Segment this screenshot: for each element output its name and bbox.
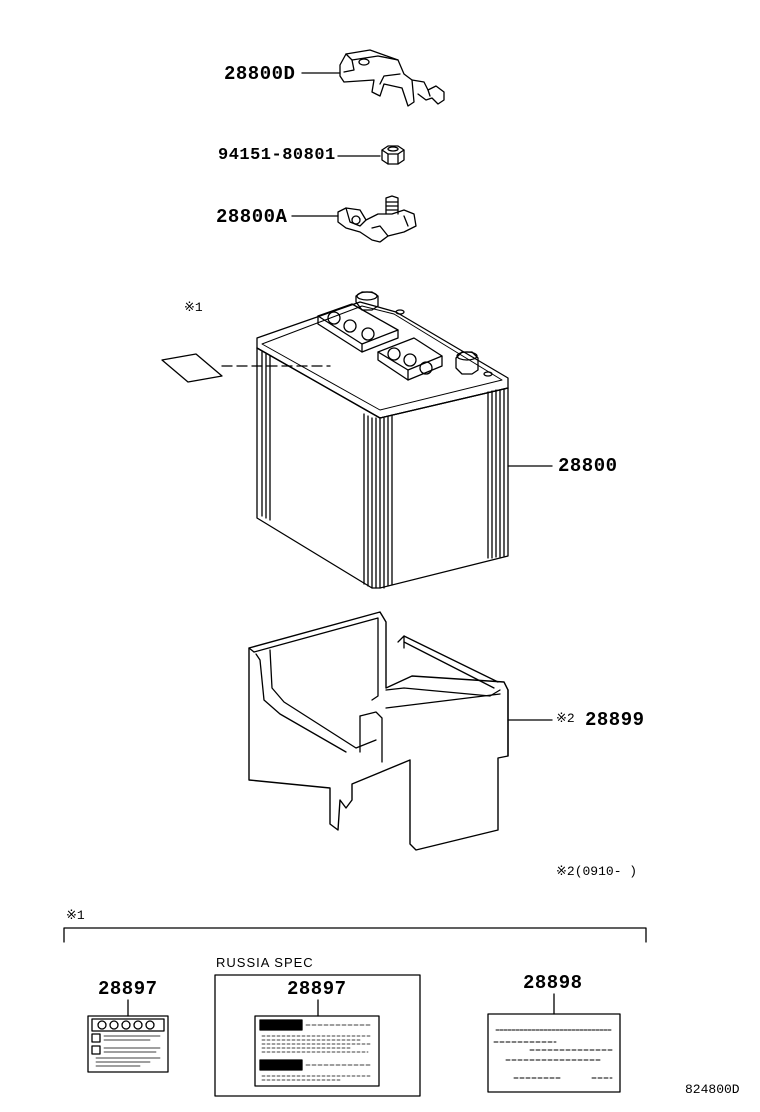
callout-28897-b: 28897 <box>287 978 347 1000</box>
callout-28800a: 28800A <box>216 206 288 228</box>
battery-clamp-cover-drawing <box>301 49 445 107</box>
callout-28898: 28898 <box>523 972 583 994</box>
terminal-clamp-drawing <box>291 195 417 243</box>
battery-label-placement-drawing <box>161 353 331 383</box>
label-ref-mark: ※1 <box>184 300 203 315</box>
tray-footnote-mark: ※2 <box>556 711 575 726</box>
russia-spec-heading: RUSSIA SPEC <box>216 955 314 970</box>
caution-label-1-drawing <box>87 999 169 1073</box>
diagram-code: 824800D <box>685 1082 740 1097</box>
label-group-mark: ※1 <box>66 908 85 923</box>
applicability-note: ※2(0910- ) <box>556 864 638 879</box>
callout-28899: 28899 <box>585 709 645 731</box>
callout-28897-a: 28897 <box>98 978 158 1000</box>
battery-drawing <box>256 291 553 589</box>
callout-28800: 28800 <box>558 455 618 477</box>
callout-94151-80801: 94151-80801 <box>218 146 336 165</box>
instruction-label-drawing <box>487 993 621 1093</box>
battery-tray-drawing <box>248 611 553 851</box>
label-group-bracket <box>63 927 647 943</box>
russia-spec-label-drawing <box>214 974 421 1097</box>
callout-28800d: 28800D <box>224 63 296 85</box>
nut-drawing <box>337 145 405 165</box>
